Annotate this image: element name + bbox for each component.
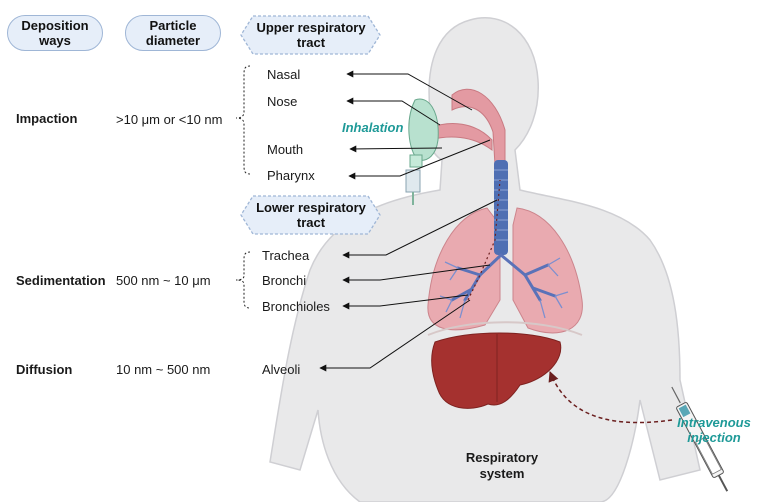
site-nasal: Nasal <box>267 67 301 82</box>
site-mouth: Mouth <box>267 142 304 157</box>
arrow-alveoli <box>319 299 471 372</box>
way-sedimentation: Sedimentation <box>16 273 106 288</box>
site-bronchi: Bronchi <box>262 273 307 288</box>
particle-diameter-header: Particle diameter <box>125 15 221 51</box>
diameter-impaction: >10 μm or <10 nm <box>116 112 223 127</box>
mask-shape <box>408 98 439 161</box>
way-diffusion: Diffusion <box>16 362 73 377</box>
upper-tract-badge-shape <box>240 15 381 55</box>
upper-tract-header: Upper respiratory tract <box>256 20 366 50</box>
diameter-sedimentation: 500 nm ~ 10 μm <box>116 273 211 288</box>
arrow-nasal <box>346 70 473 111</box>
site-pharynx: Pharynx <box>267 168 315 183</box>
lower-tract-badge-shape <box>240 195 381 235</box>
arrow-pharynx <box>348 139 491 180</box>
site-alveoli: Alveoli <box>262 362 301 377</box>
intravenous-label: Intravenous injection <box>677 415 751 445</box>
arrow-mouth <box>349 145 443 153</box>
liver-shape <box>431 332 562 409</box>
trachea-shape <box>494 160 508 255</box>
arrow-bronchi <box>342 264 491 284</box>
way-impaction: Impaction <box>16 111 78 126</box>
inhalation-label: Inhalation <box>342 120 404 135</box>
respiratory-system-label: Respiratory system <box>465 450 539 481</box>
injection-path <box>548 371 673 424</box>
site-nose: Nose <box>267 94 298 109</box>
arrow-nose <box>346 97 441 126</box>
lower-bracket <box>235 251 251 309</box>
arrow-bronchioles <box>342 294 469 310</box>
diameter-diffusion: 10 nm ~ 500 nm <box>116 362 211 377</box>
site-bronchioles: Bronchioles <box>262 299 330 314</box>
arrow-trachea <box>342 199 498 259</box>
deposition-ways-header: Deposition ways <box>7 15 103 51</box>
site-trachea: Trachea <box>262 248 310 263</box>
right-lung <box>512 207 583 334</box>
syringe-shape <box>671 386 729 492</box>
lower-tract-header: Lower respiratory tract <box>256 200 366 230</box>
upper-bracket <box>235 65 251 175</box>
